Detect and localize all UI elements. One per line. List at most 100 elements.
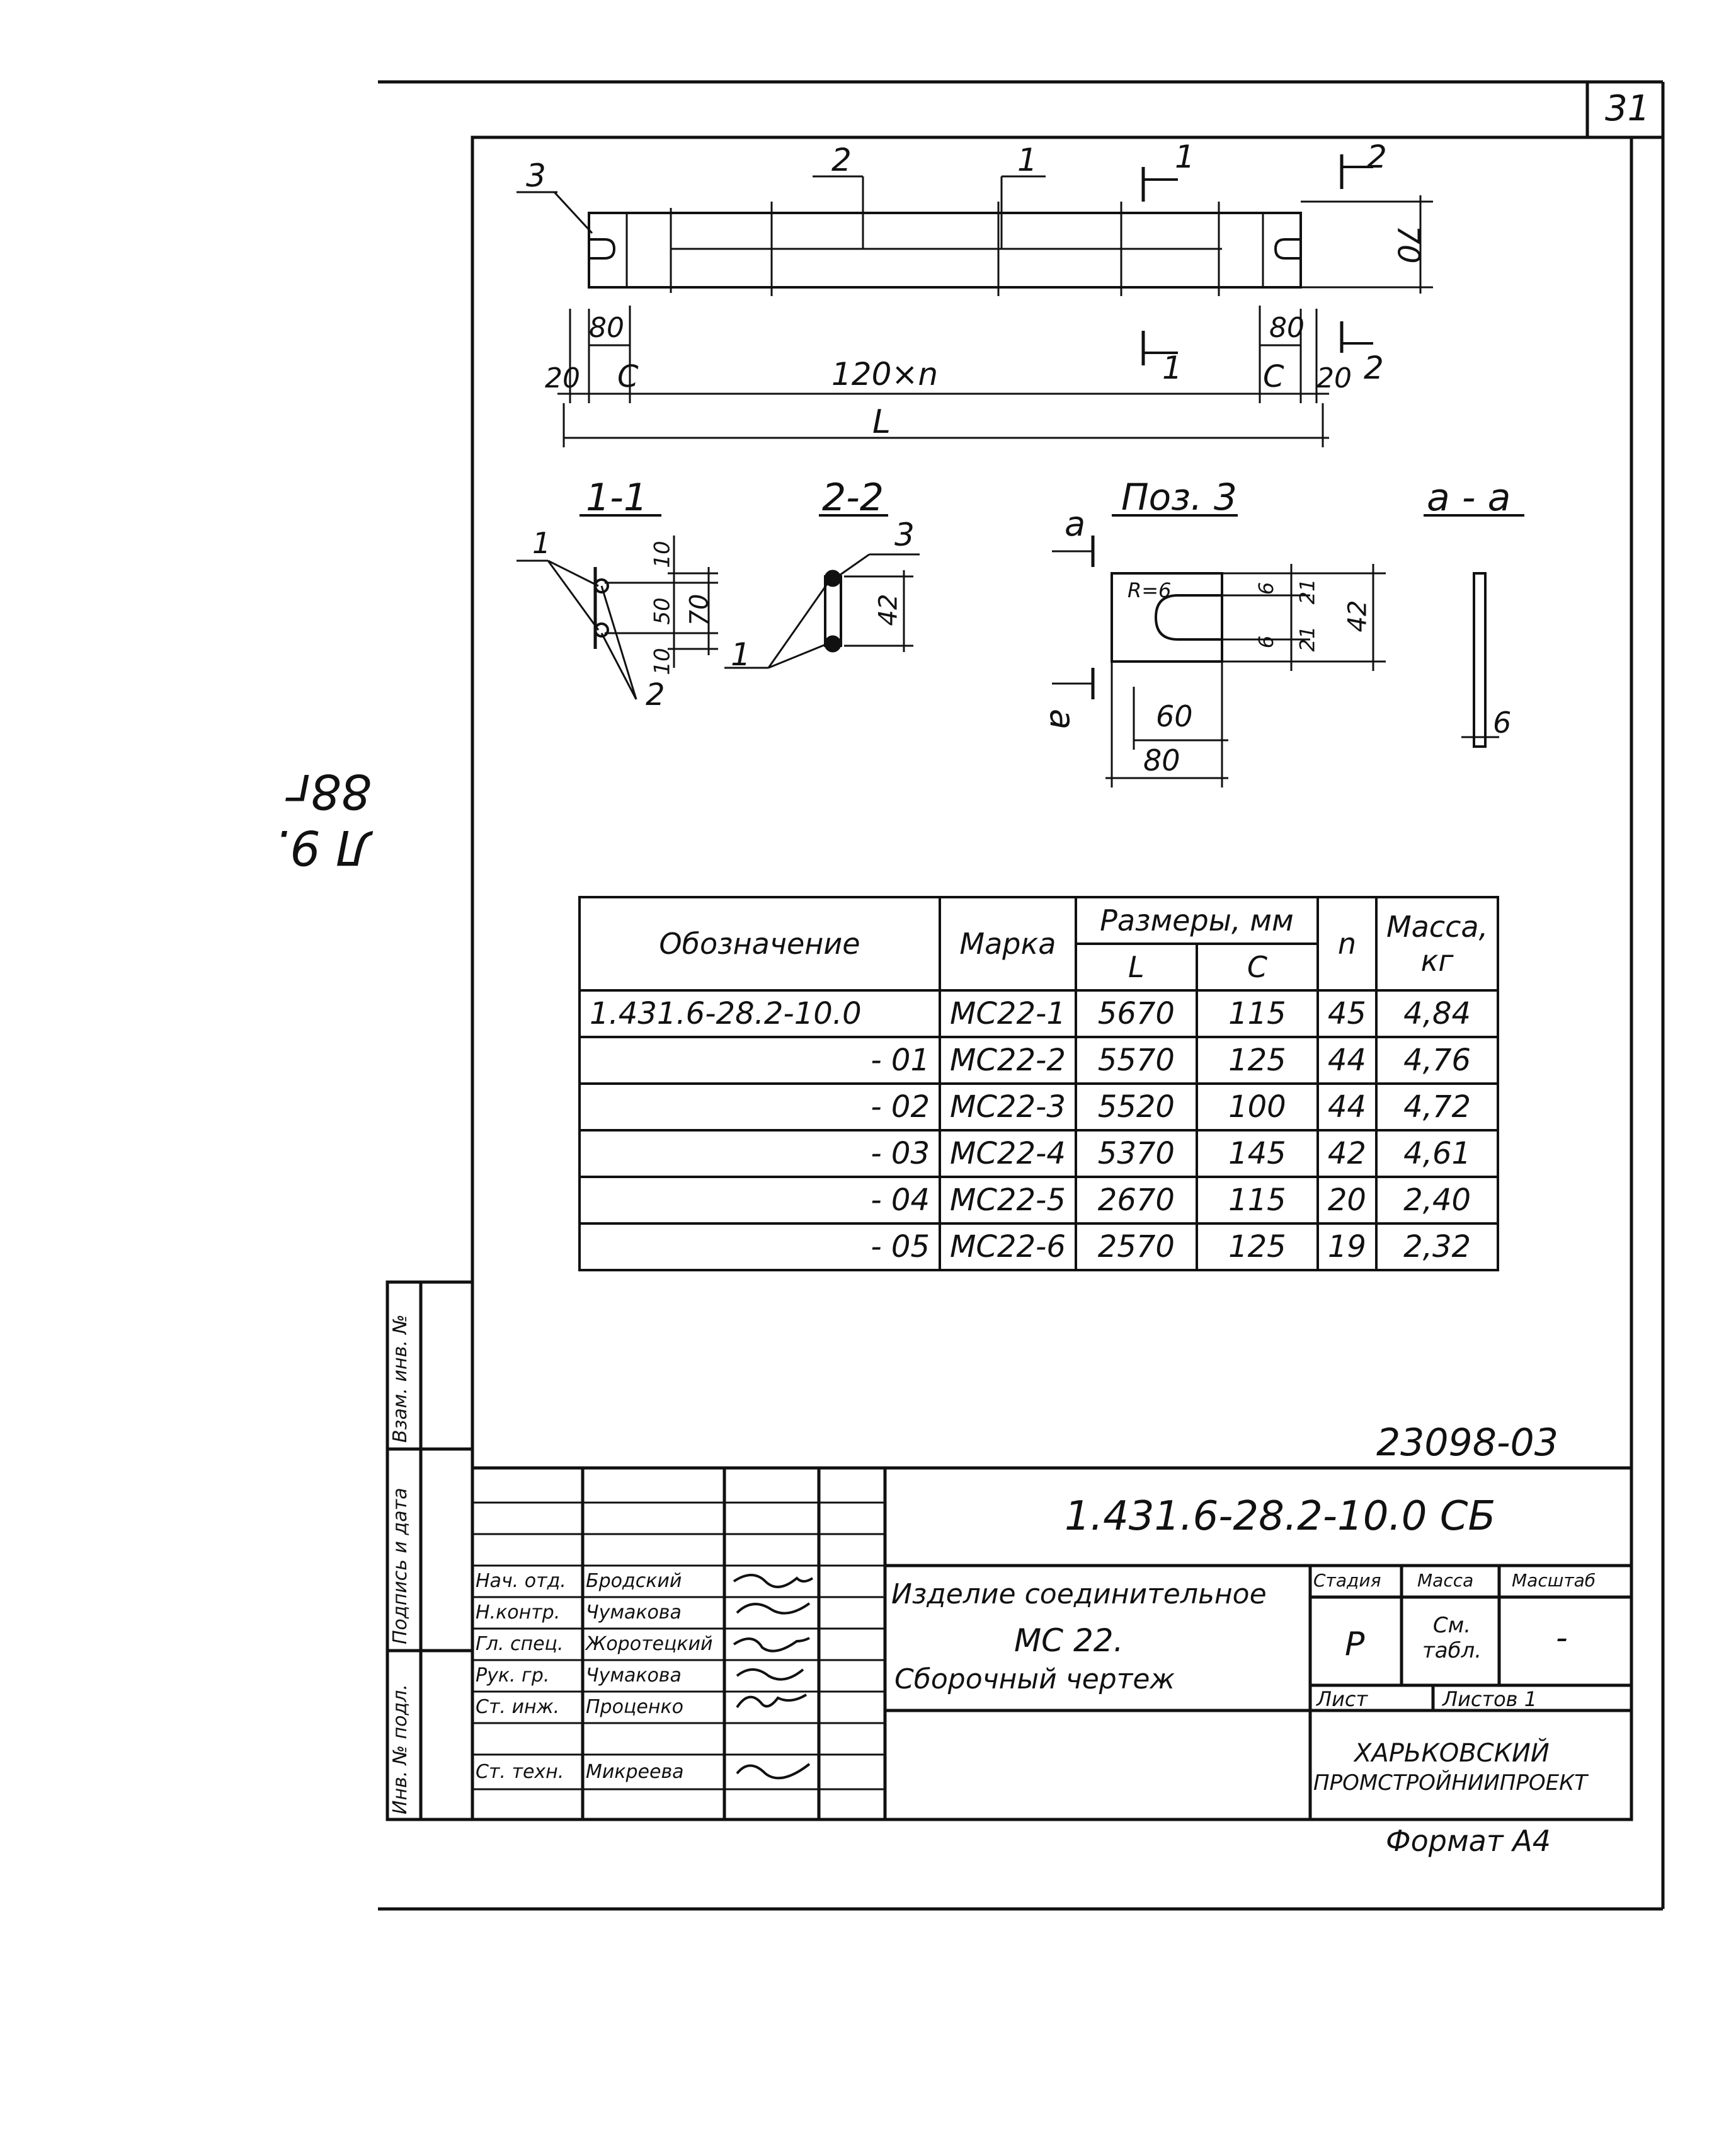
cell-mark: МС22-1 — [939, 989, 1077, 1038]
doc-code: 1.431.6-28.2-10.0 СБ — [1065, 1493, 1496, 1540]
sheets-label: Листов 1 — [1442, 1687, 1538, 1711]
dim-right-20: 20 — [1316, 362, 1352, 394]
header-designation: Обозначение — [578, 896, 941, 992]
section-mark-2-top: 2 — [1367, 139, 1387, 175]
role-4: Рук. гр. — [476, 1664, 550, 1687]
org-line-2: ПРОМСТРОЙНИИПРОЕКТ — [1313, 1770, 1588, 1796]
section-2-2-label-1: 1 — [731, 636, 751, 673]
cell-mass: 4,72 — [1374, 1082, 1500, 1132]
cell-designation: - 05 — [578, 1222, 941, 1271]
cell-n: 45 — [1316, 989, 1378, 1038]
cell-mass: 4,76 — [1374, 1036, 1500, 1085]
sheet-number: 31 — [1605, 88, 1650, 129]
cell-L: 2570 — [1074, 1222, 1198, 1271]
cell-C: 115 — [1195, 1176, 1319, 1225]
scale-value: - — [1556, 1619, 1568, 1657]
dim-middle: 120×n — [831, 356, 939, 392]
org-line-1: ХАРЬКОВСКИЙ — [1354, 1739, 1550, 1768]
table-row: - 02 МС22-3 5520 100 44 4,72 — [578, 1082, 1500, 1132]
cell-n: 19 — [1316, 1222, 1378, 1271]
cell-mark: МС22-3 — [939, 1082, 1077, 1132]
table-row: - 01 МС22-2 5570 125 44 4,76 — [578, 1036, 1500, 1085]
cell-C: 100 — [1195, 1082, 1319, 1132]
section-a-a-title: а - а — [1427, 476, 1511, 520]
section-mark-2-bottom: 2 — [1364, 350, 1384, 386]
table-row: - 05 МС22-6 2570 125 19 2,32 — [578, 1222, 1500, 1271]
pos3-radius: R=6 — [1128, 578, 1172, 602]
dim-right-80: 80 — [1269, 312, 1305, 344]
archive-number: 23098-03 — [1376, 1421, 1558, 1465]
dim-total-L: L — [872, 403, 891, 441]
cell-designation: - 03 — [578, 1129, 941, 1178]
cell-designation: - 01 — [578, 1036, 941, 1085]
cell-L: 2670 — [1074, 1176, 1198, 1225]
section-2-2-label-3: 3 — [894, 517, 915, 553]
section-a-a-dim-6: 6 — [1493, 706, 1512, 740]
cell-n: 20 — [1316, 1176, 1378, 1225]
cell-mass: 4,61 — [1374, 1129, 1500, 1178]
cell-mass: 2,40 — [1374, 1176, 1500, 1225]
pos3-mark-a-top: а — [1065, 504, 1086, 544]
header-mark: Марка — [939, 896, 1077, 992]
role-3: Гл. спец. — [476, 1633, 564, 1655]
section-2-2-title: 2-2 — [822, 476, 884, 520]
cell-n: 44 — [1316, 1082, 1378, 1132]
pos3-title: Поз. 3 — [1121, 476, 1237, 518]
name-6: Микреева — [586, 1761, 684, 1783]
dim-right-c: C — [1263, 359, 1284, 394]
role-5: Ст. инж. — [476, 1696, 560, 1718]
dim-left-20: 20 — [545, 362, 580, 394]
cell-n: 42 — [1316, 1129, 1378, 1178]
side-col-1: Взам. инв. № — [389, 1314, 411, 1443]
side-col-3: Инв. № подл. — [389, 1684, 411, 1814]
section-1-1-label-2: 2 — [646, 677, 665, 713]
pos3-dim-80: 80 — [1143, 743, 1180, 777]
cell-L: 5370 — [1074, 1129, 1198, 1178]
side-col-2: Подпись и дата — [389, 1487, 411, 1645]
cell-C: 125 — [1195, 1222, 1319, 1271]
cell-n: 44 — [1316, 1036, 1378, 1085]
cell-C: 125 — [1195, 1036, 1319, 1085]
callout-1: 1 — [1017, 142, 1037, 178]
name-line-3: Сборочный чертеж — [894, 1663, 1175, 1695]
cell-mark: МС22-4 — [939, 1129, 1077, 1178]
dim-left-80: 80 — [589, 312, 624, 344]
cell-mark: МС22-2 — [939, 1036, 1077, 1085]
cell-L: 5520 — [1074, 1082, 1198, 1132]
header-sizes: Размеры, мм — [1074, 896, 1319, 945]
cell-mass: 2,32 — [1374, 1222, 1500, 1271]
cell-mass: 4,84 — [1374, 989, 1500, 1038]
table-row: 1.431.6-28.2-10.0 МС22-1 5670 115 45 4,8… — [578, 989, 1500, 1038]
name-1: Бродский — [586, 1570, 682, 1592]
format-label: Формат А4 — [1386, 1824, 1551, 1858]
stage-value: Р — [1345, 1625, 1365, 1663]
header-n: n — [1316, 896, 1378, 992]
mass-value: См. табл. — [1422, 1613, 1482, 1663]
pos3-dim-60: 60 — [1156, 699, 1193, 733]
specification-table: Обозначение Марка Размеры, мм n Масса, к… — [578, 896, 1500, 1271]
section-mark-1-top: 1 — [1175, 139, 1195, 175]
cell-C: 145 — [1195, 1129, 1319, 1178]
name-line-2: МС 22. — [1014, 1622, 1124, 1659]
role-2: Н.контр. — [476, 1601, 561, 1624]
dim-left-c: C — [617, 359, 639, 394]
table-row: - 04 МС22-5 2670 115 20 2,40 — [578, 1176, 1500, 1225]
section-1-1-label-1: 1 — [532, 526, 551, 560]
sheet-label: Лист — [1316, 1687, 1368, 1711]
cell-designation: - 02 — [578, 1082, 941, 1132]
callout-3: 3 — [526, 158, 546, 194]
cell-L: 5570 — [1074, 1036, 1198, 1085]
name-3: Жоротецкий — [586, 1633, 713, 1655]
role-1: Нач. отд. — [476, 1570, 566, 1592]
name-4: Чумакова — [586, 1664, 682, 1687]
callout-2: 2 — [831, 142, 852, 178]
name-5: Проценко — [586, 1696, 683, 1718]
role-6: Ст. техн. — [476, 1761, 564, 1783]
header-L: L — [1074, 942, 1198, 992]
cell-mark: МС22-6 — [939, 1222, 1077, 1271]
header-C: C — [1195, 942, 1319, 992]
stage-header: Стадия — [1313, 1570, 1381, 1591]
section-1-1-title: 1-1 — [586, 476, 648, 520]
